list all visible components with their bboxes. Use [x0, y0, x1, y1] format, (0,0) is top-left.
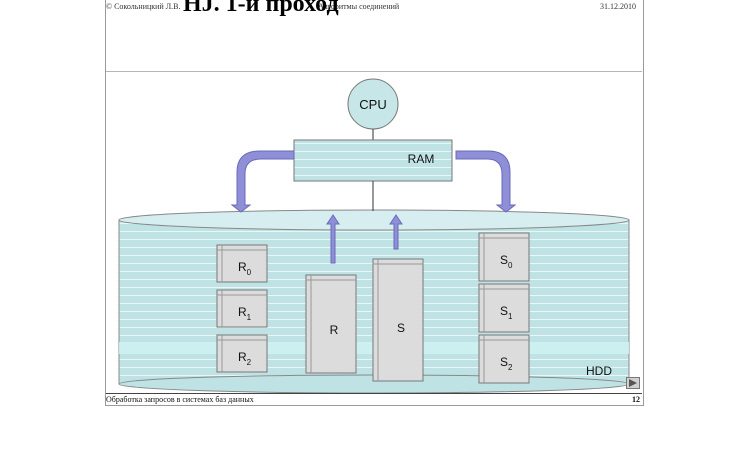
cpu-node: CPU: [347, 78, 399, 130]
svg-text:S1: S1: [500, 304, 513, 321]
header-date: 31.12.2010: [600, 2, 636, 11]
up-arrow-r: [326, 214, 340, 264]
footer-divider: [106, 393, 642, 394]
cpu-label: CPU: [359, 97, 386, 112]
s-partition: S0: [478, 232, 530, 282]
header-author: © Сокольницкий Л.В.: [106, 2, 181, 11]
next-slide-button[interactable]: [626, 376, 640, 389]
svg-text:R1: R1: [238, 305, 252, 322]
ram-label: RAM: [408, 152, 435, 166]
svg-text:R2: R2: [238, 350, 252, 367]
relation-s-label: S: [397, 321, 405, 335]
right-curved-arrow: [455, 150, 517, 213]
relation-r-label: R: [330, 323, 339, 337]
next-slide-icon: [626, 377, 640, 389]
svg-text:S0: S0: [500, 253, 513, 270]
hdd-label: HDD: [586, 364, 612, 378]
relation-s: S: [372, 258, 424, 382]
page-number: 12: [632, 395, 640, 404]
relation-r: R: [305, 274, 357, 374]
footer-course: Обработка запросов в системах баз данных: [106, 395, 254, 404]
ram-node: RAM: [293, 139, 453, 182]
s-partition: S1: [478, 283, 530, 333]
r-partition: R0: [216, 244, 268, 283]
svg-text:R0: R0: [238, 260, 252, 277]
title-divider: [106, 71, 642, 72]
slide-title: HJ. 1-й проход: [183, 0, 339, 17]
s-partition: S2: [478, 334, 530, 384]
svg-text:S2: S2: [500, 355, 513, 372]
left-curved-arrow: [230, 150, 295, 213]
up-arrow-s: [389, 214, 403, 250]
header-topic: Алгоритмы соединений: [318, 2, 400, 11]
r-partition: R1: [216, 289, 268, 328]
r-partition: R2: [216, 334, 268, 373]
